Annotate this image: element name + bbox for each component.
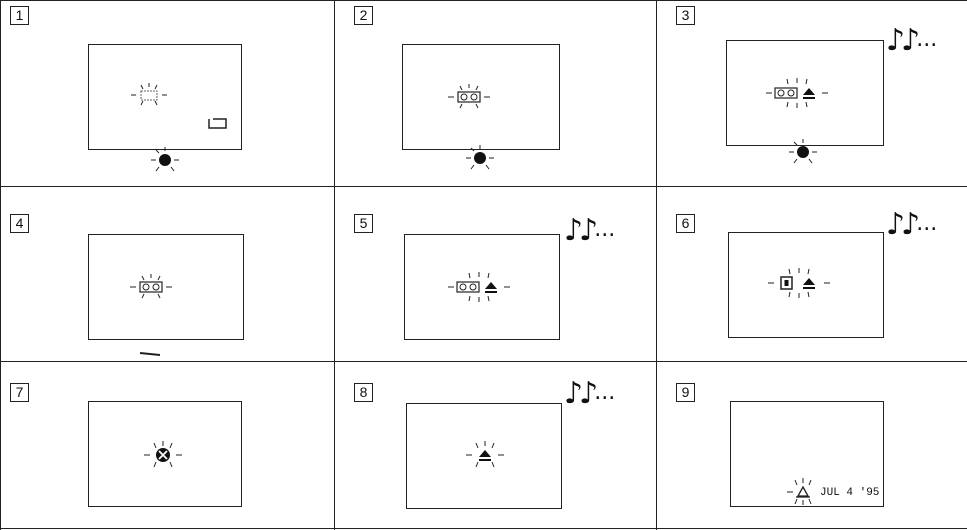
flashing-film-cartridge-icon [448,84,490,109]
panel-number: 7 [10,383,29,402]
panel-3: 3 ♪♪... [656,0,967,186]
viewfinder-display [88,401,242,507]
flashing-film-icon [131,83,167,106]
flashing-date-icon [787,478,812,505]
flashing-battery-icon [768,268,830,298]
beep-notes-icon: ♪♪... [886,23,938,58]
panel-6: 6 ♪♪... [656,186,967,361]
viewfinder-display [730,401,884,507]
grid-line [0,0,967,1]
viewfinder-display [88,44,242,150]
flashing-eject-icon [466,441,504,468]
viewfinder-display [406,403,562,509]
date-imprint: JUL 4 '95 [820,487,880,499]
panel-1: 1 [0,0,334,186]
panel-number: 4 [10,214,29,233]
grid-line [0,0,1,530]
panel-number: 2 [354,6,373,25]
panel-number: 6 [676,214,695,233]
indicator-lamp-icon [151,147,179,172]
panel-2: 2 [334,0,656,186]
grid-line [334,0,335,530]
grid-line [0,361,967,362]
blank-frame-icon [208,118,227,129]
arrow-icon [139,352,161,356]
beep-notes-icon: ♪♪... [886,207,938,242]
panel-7: 7 [0,361,334,528]
eject-icon [485,282,497,289]
viewfinder-display [726,40,884,146]
panel-number: 1 [10,6,29,25]
panel-9: 9 JUL 4 '95 [656,361,967,528]
flashing-film-cartridge-icon [130,274,172,299]
indicator-lamp-icon [789,139,817,164]
indicator-lamp-icon [466,145,494,170]
viewfinder-display [88,234,244,340]
panel-number: 8 [354,383,373,402]
beep-notes-icon: ♪♪... [564,376,616,411]
grid-line [656,0,657,530]
flashing-error-icon [144,441,182,468]
grid-line [0,186,967,187]
panel-5: 5 ♪♪... [334,186,656,361]
viewfinder-display [402,44,560,150]
panel-number: 5 [354,214,373,233]
viewfinder-display [728,232,884,338]
viewfinder-display [404,234,560,340]
grid-line [0,528,967,529]
panel-8: 8 ♪♪... [334,361,656,528]
flashing-film-cartridge-icon [448,272,510,302]
eject-icon [803,278,815,285]
beep-notes-icon: ♪♪... [564,213,616,248]
eject-icon [803,88,815,95]
panel-4: 4 [0,186,334,361]
panel-number: 9 [676,383,695,402]
flashing-film-cartridge-icon [766,78,828,108]
panel-number: 3 [676,6,695,25]
